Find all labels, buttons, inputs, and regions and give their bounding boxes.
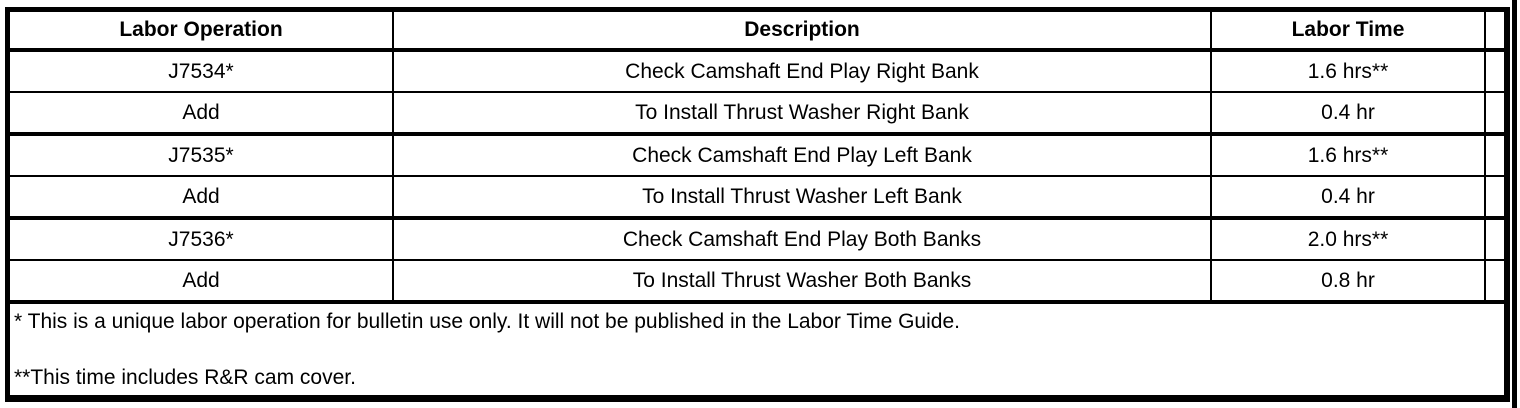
description-cell: To Install Thrust Washer Left Bank: [393, 176, 1212, 220]
labor-time-cell: 2.0 hrs**: [1211, 218, 1486, 261]
column-header-labor-operation: Labor Operation: [10, 12, 394, 52]
labor-operation-cell: Add: [10, 176, 394, 220]
labor-operation-cell: J7536*: [10, 218, 394, 261]
column-header-description: Description: [393, 12, 1212, 52]
spacer-cell: [1485, 260, 1504, 304]
footnote-unique-operation: * This is a unique labor operation for b…: [14, 310, 960, 333]
labor-time-table: Labor Operation Description Labor Time J…: [10, 12, 1504, 395]
table-row: J7536* Check Camshaft End Play Both Bank…: [10, 218, 1504, 261]
spacer-cell: [1485, 218, 1504, 261]
description-cell: Check Camshaft End Play Both Banks: [393, 218, 1212, 261]
labor-time-cell: 1.6 hrs**: [1211, 134, 1486, 177]
page-edge-line: [1512, 0, 1517, 408]
spacer-cell: [1485, 50, 1504, 93]
footnote-time-includes: **This time includes R&R cam cover.: [14, 366, 356, 389]
column-header-spacer: [1485, 12, 1504, 52]
labor-time-table-frame: Labor Operation Description Labor Time J…: [5, 7, 1510, 402]
table-row: Add To Install Thrust Washer Both Banks …: [10, 260, 1504, 304]
description-cell: To Install Thrust Washer Both Banks: [393, 260, 1212, 304]
footnote-row: * This is a unique labor operation for b…: [10, 302, 1504, 395]
description-cell: To Install Thrust Washer Right Bank: [393, 92, 1212, 136]
labor-time-cell: 0.4 hr: [1211, 176, 1486, 220]
spacer-cell: [1485, 134, 1504, 177]
spacer-cell: [1485, 92, 1504, 136]
labor-operation-cell: Add: [10, 92, 394, 136]
footnote-cell: * This is a unique labor operation for b…: [10, 302, 1504, 395]
table-row: Add To Install Thrust Washer Right Bank …: [10, 92, 1504, 136]
labor-time-cell: 0.4 hr: [1211, 92, 1486, 136]
labor-operation-cell: J7535*: [10, 134, 394, 177]
spacer-cell: [1485, 176, 1504, 220]
table-row: Add To Install Thrust Washer Left Bank 0…: [10, 176, 1504, 220]
labor-operation-cell: Add: [10, 260, 394, 304]
header-row: Labor Operation Description Labor Time: [10, 12, 1504, 52]
column-header-labor-time: Labor Time: [1211, 12, 1486, 52]
labor-time-cell: 0.8 hr: [1211, 260, 1486, 304]
table-row: J7534* Check Camshaft End Play Right Ban…: [10, 50, 1504, 93]
description-cell: Check Camshaft End Play Left Bank: [393, 134, 1212, 177]
table-row: J7535* Check Camshaft End Play Left Bank…: [10, 134, 1504, 177]
labor-operation-cell: J7534*: [10, 50, 394, 93]
labor-time-cell: 1.6 hrs**: [1211, 50, 1486, 93]
description-cell: Check Camshaft End Play Right Bank: [393, 50, 1212, 93]
